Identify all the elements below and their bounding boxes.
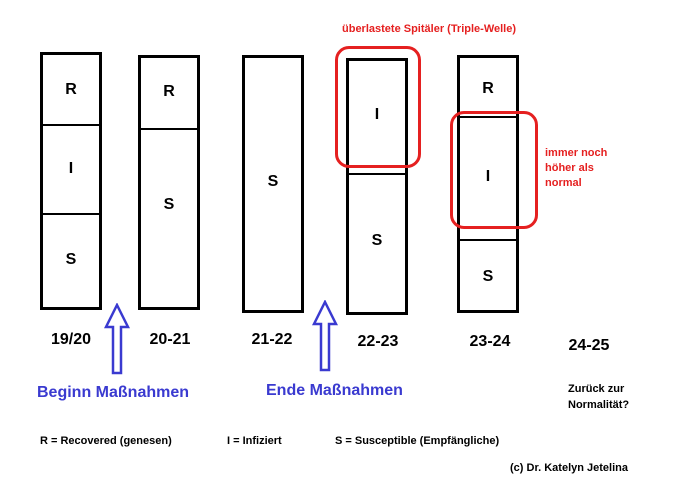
future-note: Zurück zur Normalität? <box>568 381 629 413</box>
segment-label: S <box>371 232 383 249</box>
higher-than-normal-line: höher als <box>545 162 594 174</box>
begin-arrow-icon <box>104 303 130 375</box>
segment-recovered: R <box>460 58 516 116</box>
column-23-24: R I S <box>457 55 519 313</box>
end-measures-label: Ende Maßnahmen <box>266 382 403 399</box>
triple-wave-note: überlastete Spitäler (Triple-Welle) <box>342 23 517 35</box>
segment-recovered: R <box>141 58 197 128</box>
higher-than-normal-line: immer noch <box>545 147 608 159</box>
column-21-22: S <box>242 55 304 313</box>
higher-than-normal-note: immer noch höher als normal <box>545 146 607 191</box>
still-high-highlight <box>450 111 538 229</box>
year-label: 19/20 <box>50 331 92 348</box>
year-label: 20-21 <box>149 331 191 348</box>
legend-recovered: R = Recovered (genesen) <box>40 435 172 447</box>
higher-than-normal-line: normal <box>545 177 582 189</box>
segment-susceptible: S <box>141 128 197 307</box>
future-note-line: Normalität? <box>568 399 630 411</box>
end-arrow-icon <box>312 300 338 372</box>
segment-label: S <box>65 251 77 268</box>
segment-label: I <box>374 106 380 123</box>
credit: (c) Dr. Katelyn Jetelina <box>510 462 628 474</box>
year-label-future: 24-25 <box>568 337 610 354</box>
segment-susceptible: S <box>43 213 99 307</box>
segment-recovered: R <box>43 55 99 124</box>
segment-label: I <box>485 168 491 185</box>
segment-susceptible: S <box>460 239 516 310</box>
segment-label: S <box>482 268 494 285</box>
column-22-23: I S <box>346 58 408 315</box>
legend-susceptible: S = Susceptible (Empfängliche) <box>335 435 500 447</box>
segment-label: S <box>267 173 279 190</box>
segment-label: R <box>482 80 494 97</box>
segment-infected: I <box>43 124 99 213</box>
year-label: 22-23 <box>357 333 399 350</box>
segment-infected: I <box>460 116 516 239</box>
segment-label: R <box>163 83 175 100</box>
segment-susceptible: S <box>349 173 405 312</box>
segment-infected: I <box>349 61 405 173</box>
year-label: 21-22 <box>251 331 293 348</box>
legend-infected: I = Infiziert <box>227 435 282 447</box>
column-19-20: R I S <box>40 52 102 310</box>
segment-label: I <box>68 160 74 177</box>
segment-label: R <box>65 81 77 98</box>
column-20-21: R S <box>138 55 200 310</box>
segment-label: S <box>163 196 175 213</box>
begin-measures-label: Beginn Maßnahmen <box>37 384 190 401</box>
future-note-line: Zurück zur <box>568 383 625 395</box>
segment-susceptible: S <box>245 58 301 310</box>
year-label: 23-24 <box>469 333 511 350</box>
triple-wave-highlight <box>335 46 421 168</box>
